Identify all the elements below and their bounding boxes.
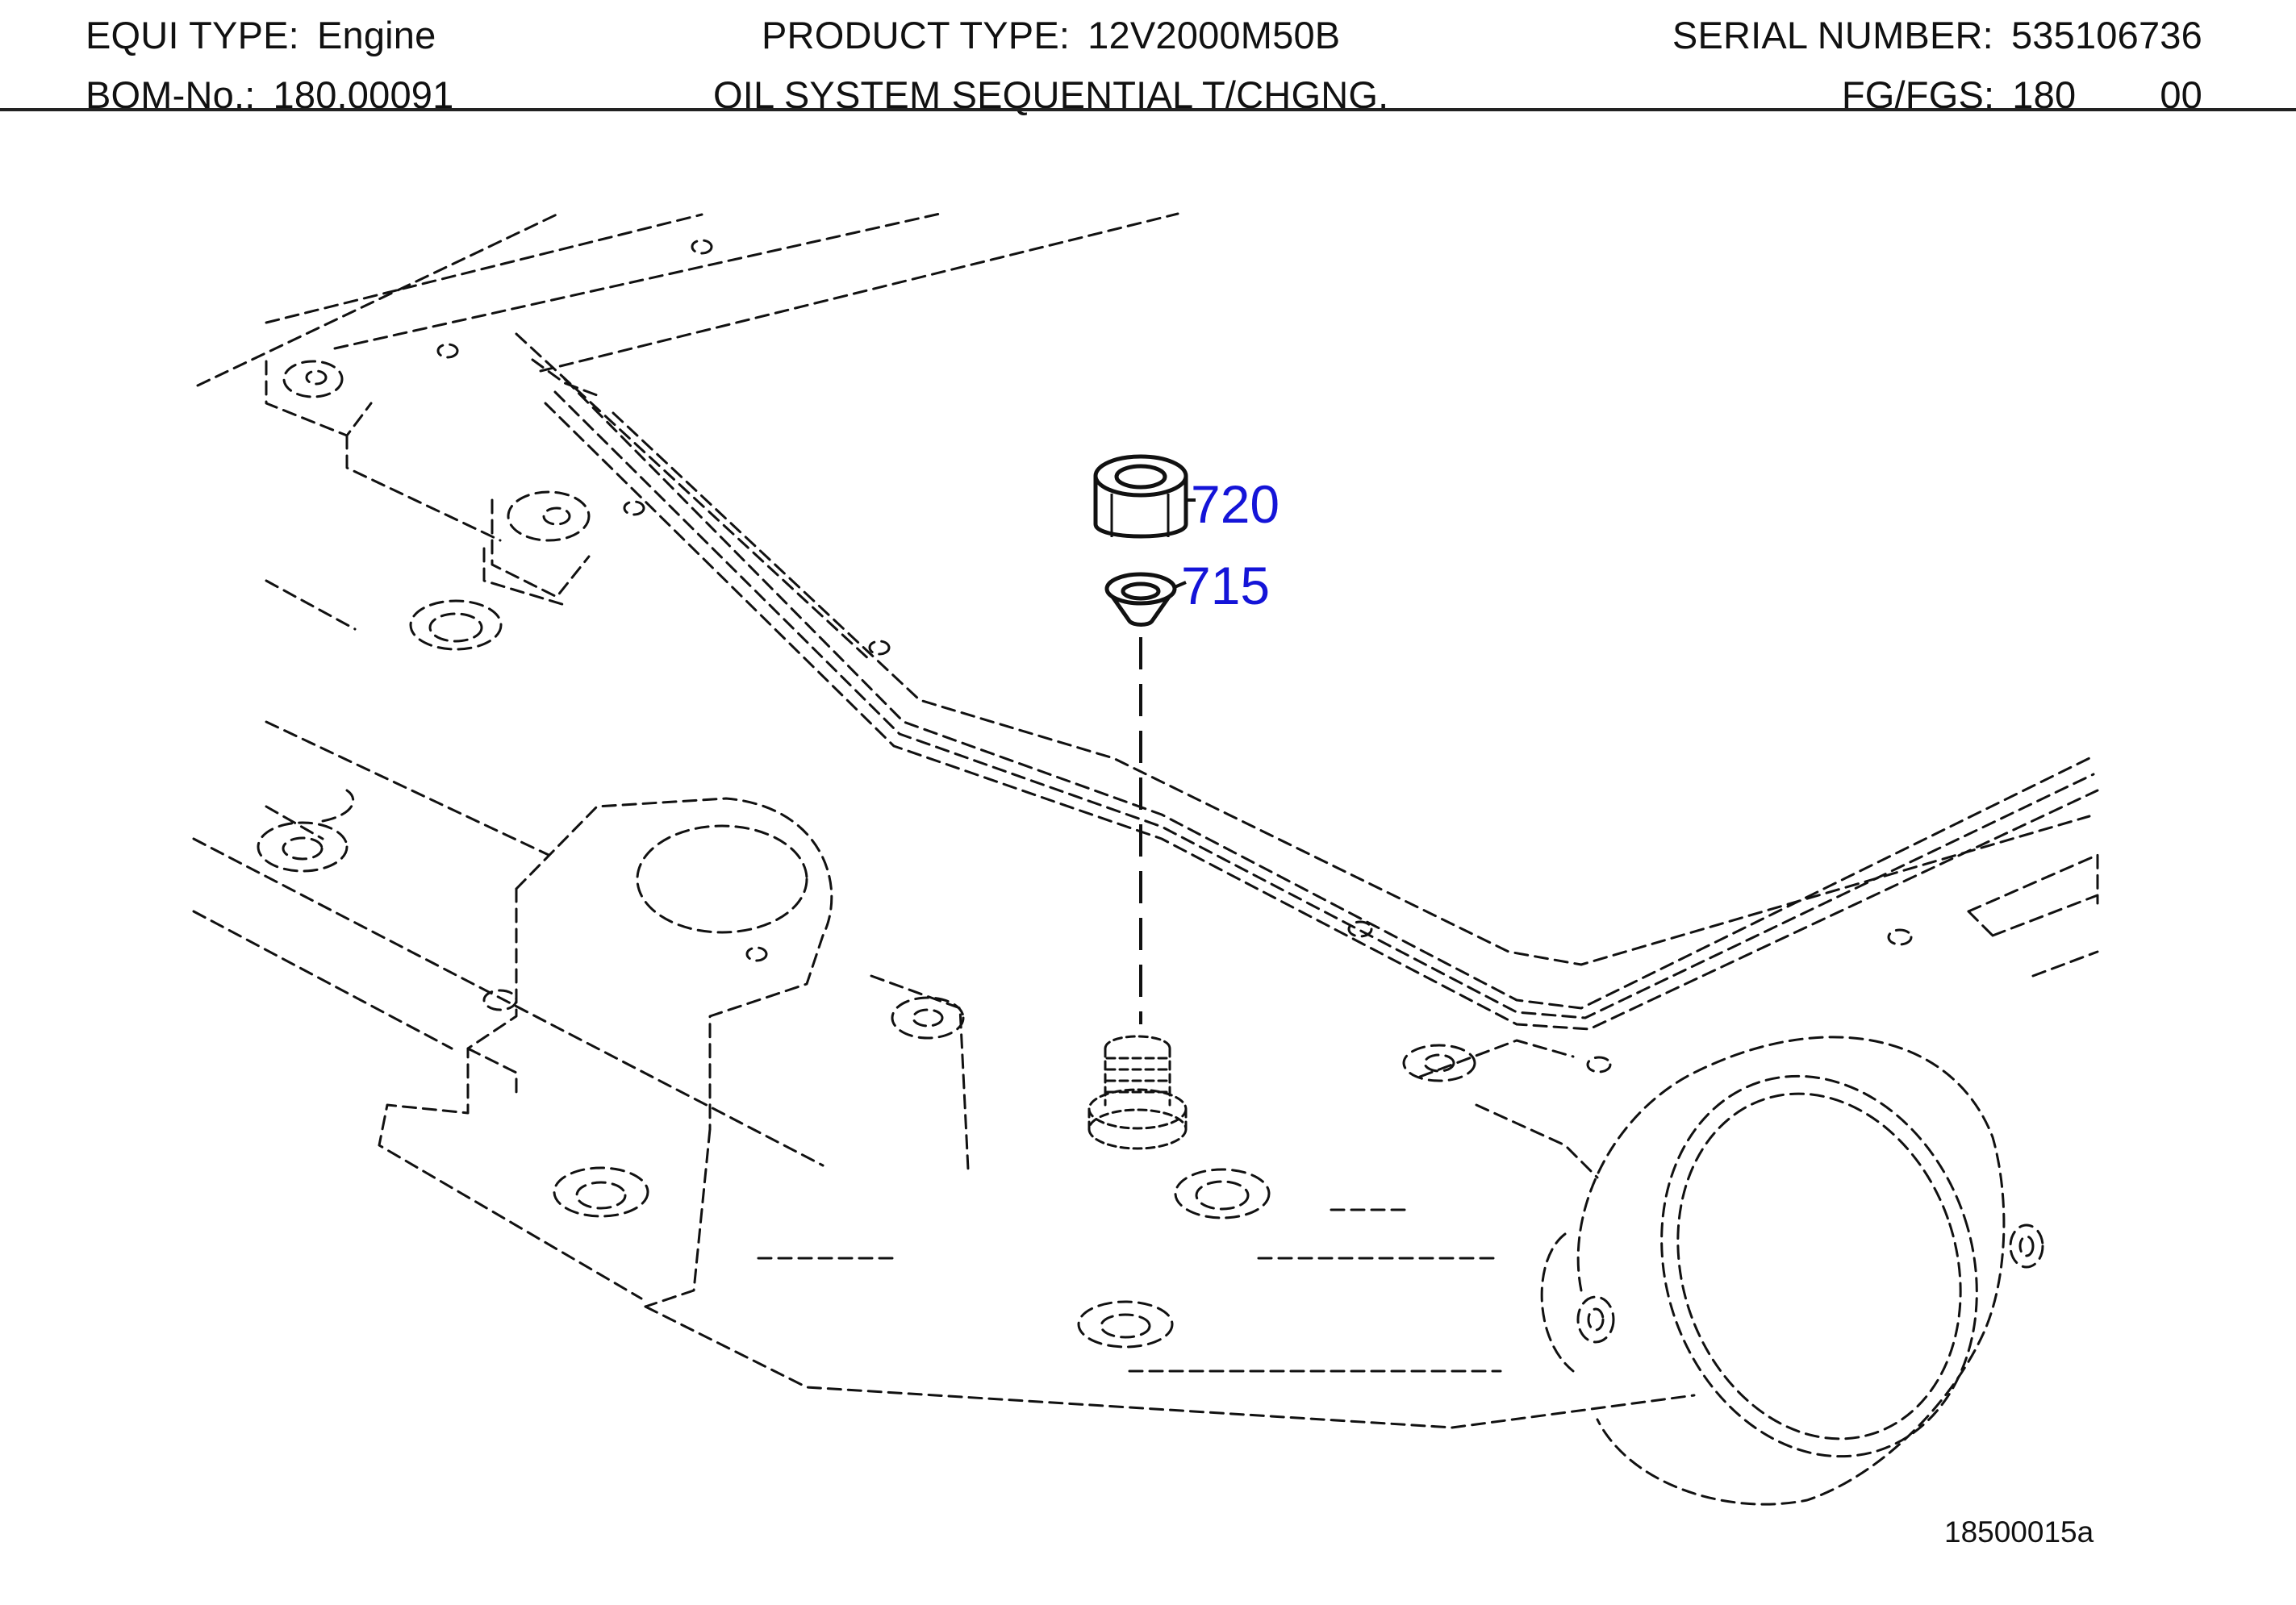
central-mounting-block	[378, 797, 970, 1308]
lower-left-bosses	[553, 1166, 1696, 1429]
equi-type-value: Engine	[316, 14, 436, 56]
product-type-field: PRODUCT TYPE: 12V2000M50B	[762, 16, 1340, 54]
serial-number-label: SERIAL NUMBER:	[1672, 14, 1993, 56]
exploded-parts-drawing	[192, 212, 2099, 1506]
equi-type-label: EQUI TYPE:	[86, 14, 299, 56]
equi-type-field: EQUI TYPE: Engine	[86, 16, 436, 54]
threaded-stud	[1087, 1035, 1188, 1150]
fg-fgs-value: 180	[2012, 73, 2077, 116]
bom-number-label: BOM-No.:	[86, 73, 256, 116]
bom-number-field: BOM-No.: 180.00091	[86, 76, 454, 114]
round-port-flange	[1347, 920, 2044, 1506]
oil-pan-rim	[196, 212, 2099, 1031]
product-type-label: PRODUCT TYPE:	[762, 14, 1071, 56]
drawing-number: 18500015a	[1944, 1515, 2094, 1549]
part-720-cap	[1093, 454, 1196, 539]
right-bracket	[1967, 853, 2099, 978]
header-divider	[0, 108, 2296, 111]
serial-number-value: 535106736	[2010, 14, 2202, 56]
fg-fgs-label: FG/FGS:	[1841, 73, 1995, 116]
part-715-seal	[1104, 572, 1187, 627]
fg-fgs-value-2: 00	[2160, 73, 2202, 116]
callout-720: 720	[1191, 474, 1280, 534]
callout-715: 715	[1181, 556, 1271, 615]
left-corner-bosses	[265, 239, 891, 656]
assembly-title: OIL SYSTEM SEQUENTIAL T/CHGNG.	[713, 73, 1389, 116]
bom-number-value: 180.00091	[273, 73, 454, 116]
serial-number-field: SERIAL NUMBER: 535106736	[1672, 16, 2202, 54]
left-side-rails	[192, 579, 824, 1167]
product-type-value: 12V2000M50B	[1087, 14, 1341, 56]
fg-fgs-field: FG/FGS: 180 00	[1842, 76, 2202, 114]
